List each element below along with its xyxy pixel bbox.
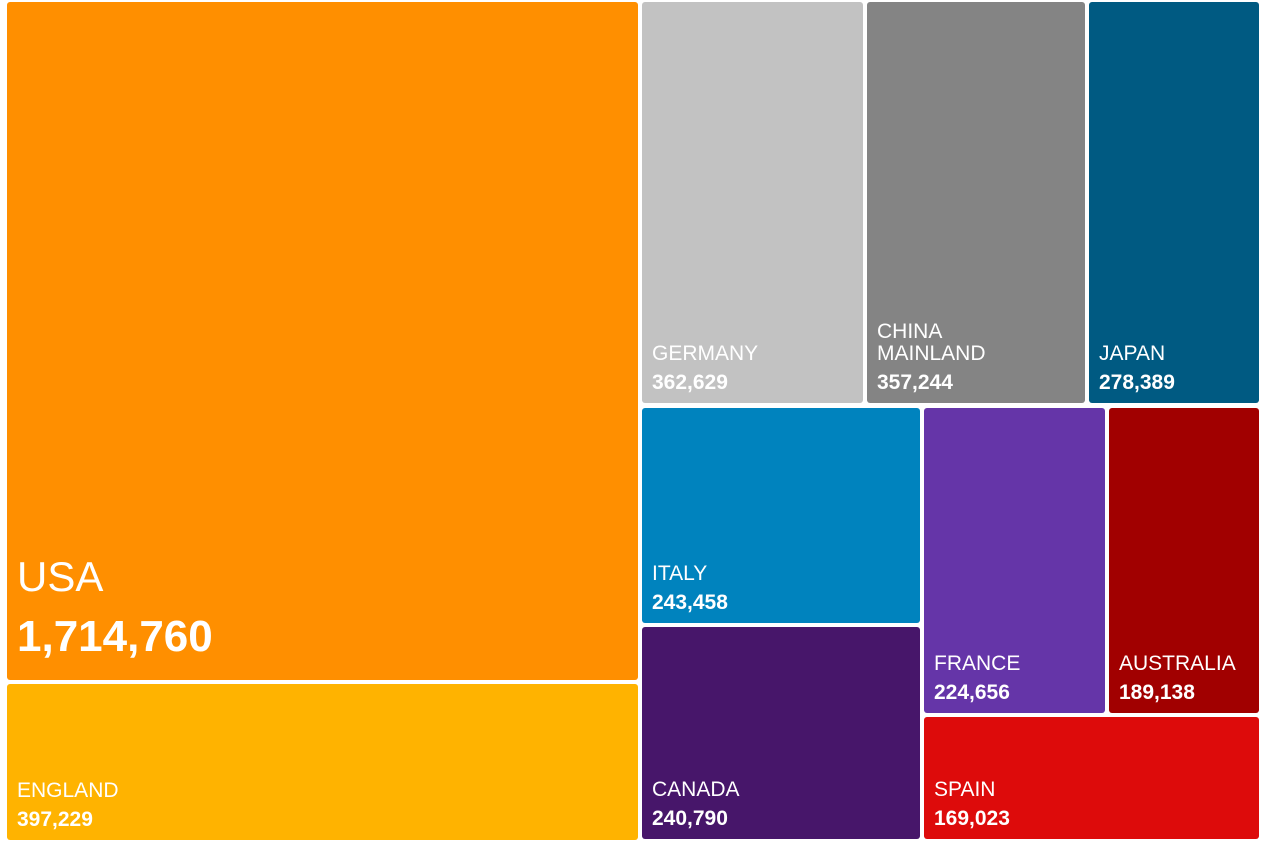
tile-content: GERMANY 362,629 xyxy=(652,341,859,395)
tile-value-spain: 169,023 xyxy=(934,807,1010,830)
tile-content: CHINA MAINLAND 357,244 xyxy=(877,319,1081,396)
tile-label-england: ENGLAND xyxy=(17,778,119,802)
tile-content: ENGLAND 397,229 xyxy=(17,778,634,832)
tile-content: AUSTRALIA 189,138 xyxy=(1119,651,1255,705)
tile-value-france: 224,656 xyxy=(934,681,1010,704)
tile-value-australia: 189,138 xyxy=(1119,681,1195,704)
tile-label-canada: CANADA xyxy=(652,777,740,801)
treemap-tile-france[interactable]: FRANCE 224,656 xyxy=(924,408,1105,713)
treemap-tile-spain[interactable]: SPAIN 169,023 xyxy=(924,717,1259,839)
tile-value-canada: 240,790 xyxy=(652,807,728,830)
tile-label-germany: GERMANY xyxy=(652,341,759,365)
treemap-tile-china-mainland[interactable]: CHINA MAINLAND 357,244 xyxy=(867,2,1085,403)
tile-content: SPAIN 169,023 xyxy=(934,777,1255,831)
tile-content: CANADA 240,790 xyxy=(652,777,916,831)
tile-value-italy: 243,458 xyxy=(652,591,728,614)
tile-label-usa: USA xyxy=(17,553,104,601)
tile-value-usa: 1,714,760 xyxy=(17,612,213,661)
tile-content: USA 1,714,760 xyxy=(17,555,634,662)
treemap-tile-japan[interactable]: JAPAN 278,389 xyxy=(1089,2,1259,403)
tile-value-china-mainland: 357,244 xyxy=(877,371,953,394)
treemap-tile-canada[interactable]: CANADA 240,790 xyxy=(642,627,920,839)
tile-value-england: 397,229 xyxy=(17,808,93,831)
tile-label-spain: SPAIN xyxy=(934,777,996,801)
tile-label-italy: ITALY xyxy=(652,561,708,585)
treemap-tile-usa[interactable]: USA 1,714,760 xyxy=(7,2,638,680)
tile-label-france: FRANCE xyxy=(934,651,1021,675)
tile-label-japan: JAPAN xyxy=(1099,341,1166,365)
tile-value-germany: 362,629 xyxy=(652,371,728,394)
tile-label-china-mainland: CHINA MAINLAND xyxy=(877,319,986,365)
tile-label-australia: AUSTRALIA xyxy=(1119,651,1236,675)
treemap-tile-australia[interactable]: AUSTRALIA 189,138 xyxy=(1109,408,1259,713)
treemap-tile-england[interactable]: ENGLAND 397,229 xyxy=(7,684,638,840)
tile-value-japan: 278,389 xyxy=(1099,371,1175,394)
treemap-tile-germany[interactable]: GERMANY 362,629 xyxy=(642,2,863,403)
tile-content: JAPAN 278,389 xyxy=(1099,341,1255,395)
tile-content: FRANCE 224,656 xyxy=(934,651,1101,705)
tile-content: ITALY 243,458 xyxy=(652,561,916,615)
treemap-tile-italy[interactable]: ITALY 243,458 xyxy=(642,408,920,623)
